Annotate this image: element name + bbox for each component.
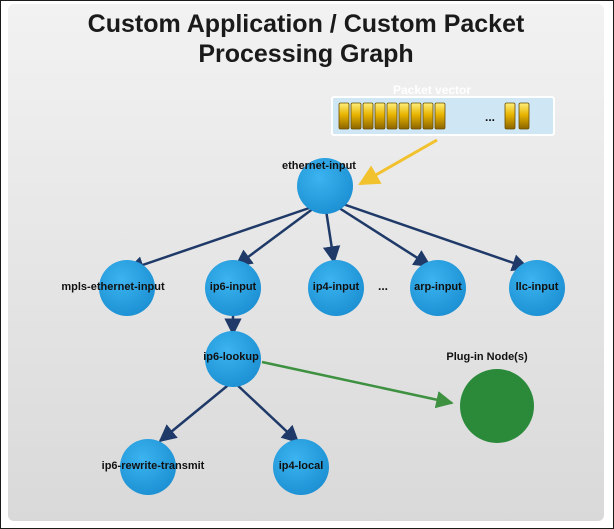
packet-cell	[338, 102, 350, 130]
packet-vector-ellipsis: ...	[485, 110, 495, 124]
label-ip4-local: ip4-local	[279, 460, 324, 472]
label-plug-in-node: Plug-in Node(s)	[446, 351, 528, 363]
packet-cell	[518, 102, 530, 130]
label-ip6-lookup: ip6-lookup	[203, 351, 259, 363]
title-line-2: Processing Graph	[198, 40, 414, 68]
label-ip6-rewrite-transmit: ip6-rewrite-transmit	[102, 460, 205, 472]
packet-cell	[422, 102, 434, 130]
packet-cell	[362, 102, 374, 130]
graph-edges	[126, 138, 530, 444]
diagram-title: Custom Application / Custom Packet Proce…	[8, 9, 604, 69]
label-arp-input: arp-input	[414, 281, 462, 293]
packet-cell	[504, 102, 516, 130]
packet-vector: Packet vector ...	[331, 83, 555, 136]
edge-packet-vector-to-ethernet-input	[358, 138, 438, 186]
label-ethernet-input: ethernet-input	[282, 160, 356, 172]
label-ip4-input: ip4-input	[313, 281, 360, 293]
packet-cell	[374, 102, 386, 130]
node-ip6-lookup	[205, 331, 261, 387]
edge-ethernet-to-ip4-input	[322, 209, 341, 264]
title-line-1: Custom Application / Custom Packet	[87, 10, 525, 38]
packet-cell	[410, 102, 422, 130]
edge-ip6-lookup-to-ip6-rewrite-transmit	[158, 381, 233, 443]
packet-cell	[350, 102, 362, 130]
node-ip4-local	[273, 439, 329, 495]
edge-ip6-lookup-to-ip4-local	[233, 381, 300, 444]
graph-nodes	[99, 158, 565, 495]
node-ethernet-input	[297, 158, 353, 214]
edge-ethernet-to-ip6-input	[234, 203, 319, 268]
label-more-nodes-ellipsis: ...	[378, 279, 388, 293]
packet-cell	[386, 102, 398, 130]
edge-ethernet-to-llc-input	[339, 201, 530, 272]
node-llc-input	[509, 260, 565, 316]
packet-cells	[338, 102, 530, 130]
edge-ip6-lookup-to-plug-in-node	[261, 360, 454, 409]
node-ip6-input	[205, 260, 261, 316]
node-plug-in	[460, 369, 534, 443]
edge-ethernet-to-mpls	[126, 203, 319, 274]
node-ip6-rewrite-transmit	[120, 439, 176, 495]
label-ip6-input: ip6-input	[210, 281, 257, 293]
node-ip4-input	[308, 260, 364, 316]
label-mpls-ethernet-input: mpls-ethernet-input	[61, 281, 165, 293]
node-labels: ethernet-input mpls-ethernet-input ip6-i…	[61, 160, 558, 472]
packet-vector-label: Packet vector	[393, 83, 471, 97]
packet-cell	[398, 102, 410, 130]
node-arp-input	[410, 260, 466, 316]
packet-cell	[434, 102, 446, 130]
edge-ethernet-to-arp-input	[335, 204, 432, 268]
node-mpls-ethernet-input	[99, 260, 155, 316]
label-llc-input: llc-input	[516, 281, 559, 293]
